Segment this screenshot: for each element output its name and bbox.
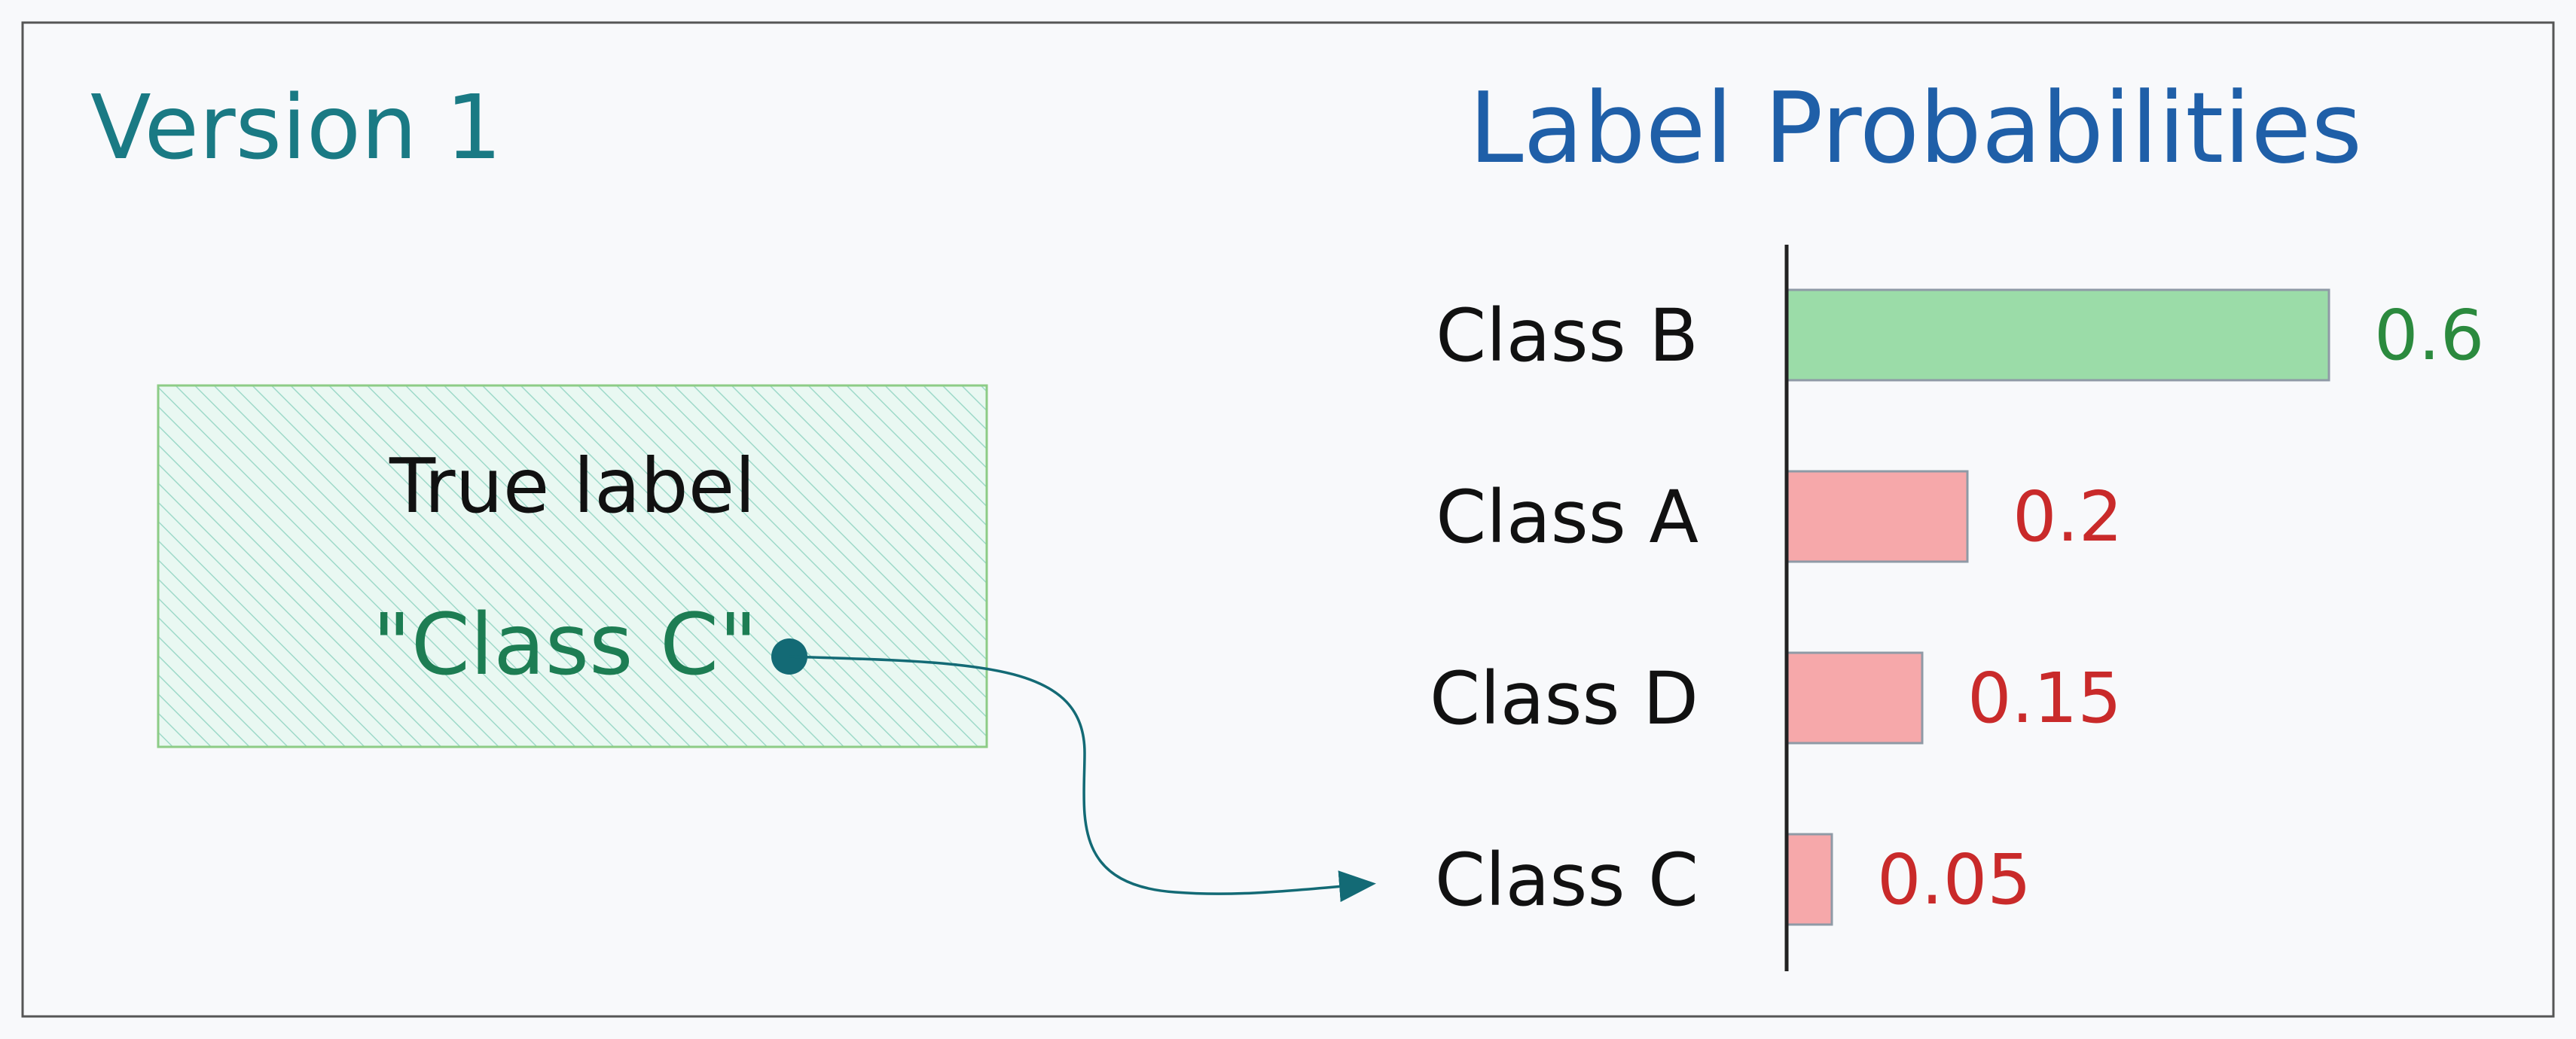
version-title: Version 1	[90, 75, 502, 179]
bar	[1785, 651, 1924, 745]
bar	[1785, 288, 2330, 382]
connector-arrow	[789, 655, 1376, 903]
bar	[1785, 470, 1969, 563]
true-label-value: "Class C"	[372, 596, 758, 694]
chart-title: Label Probabilities	[1469, 71, 2362, 185]
value-label: 0.2	[2013, 477, 2123, 557]
category-label: Class C	[1435, 838, 1699, 922]
value-label: 0.05	[1877, 839, 2031, 920]
true-label-heading: True label	[389, 442, 755, 530]
value-label: 0.6	[2374, 295, 2484, 376]
category-label: Class B	[1436, 294, 1699, 378]
bar	[1785, 833, 1833, 926]
value-label: 0.15	[1967, 658, 2122, 739]
category-label: Class D	[1430, 657, 1699, 741]
category-label: Class A	[1436, 475, 1699, 559]
true-label-box	[157, 384, 988, 748]
